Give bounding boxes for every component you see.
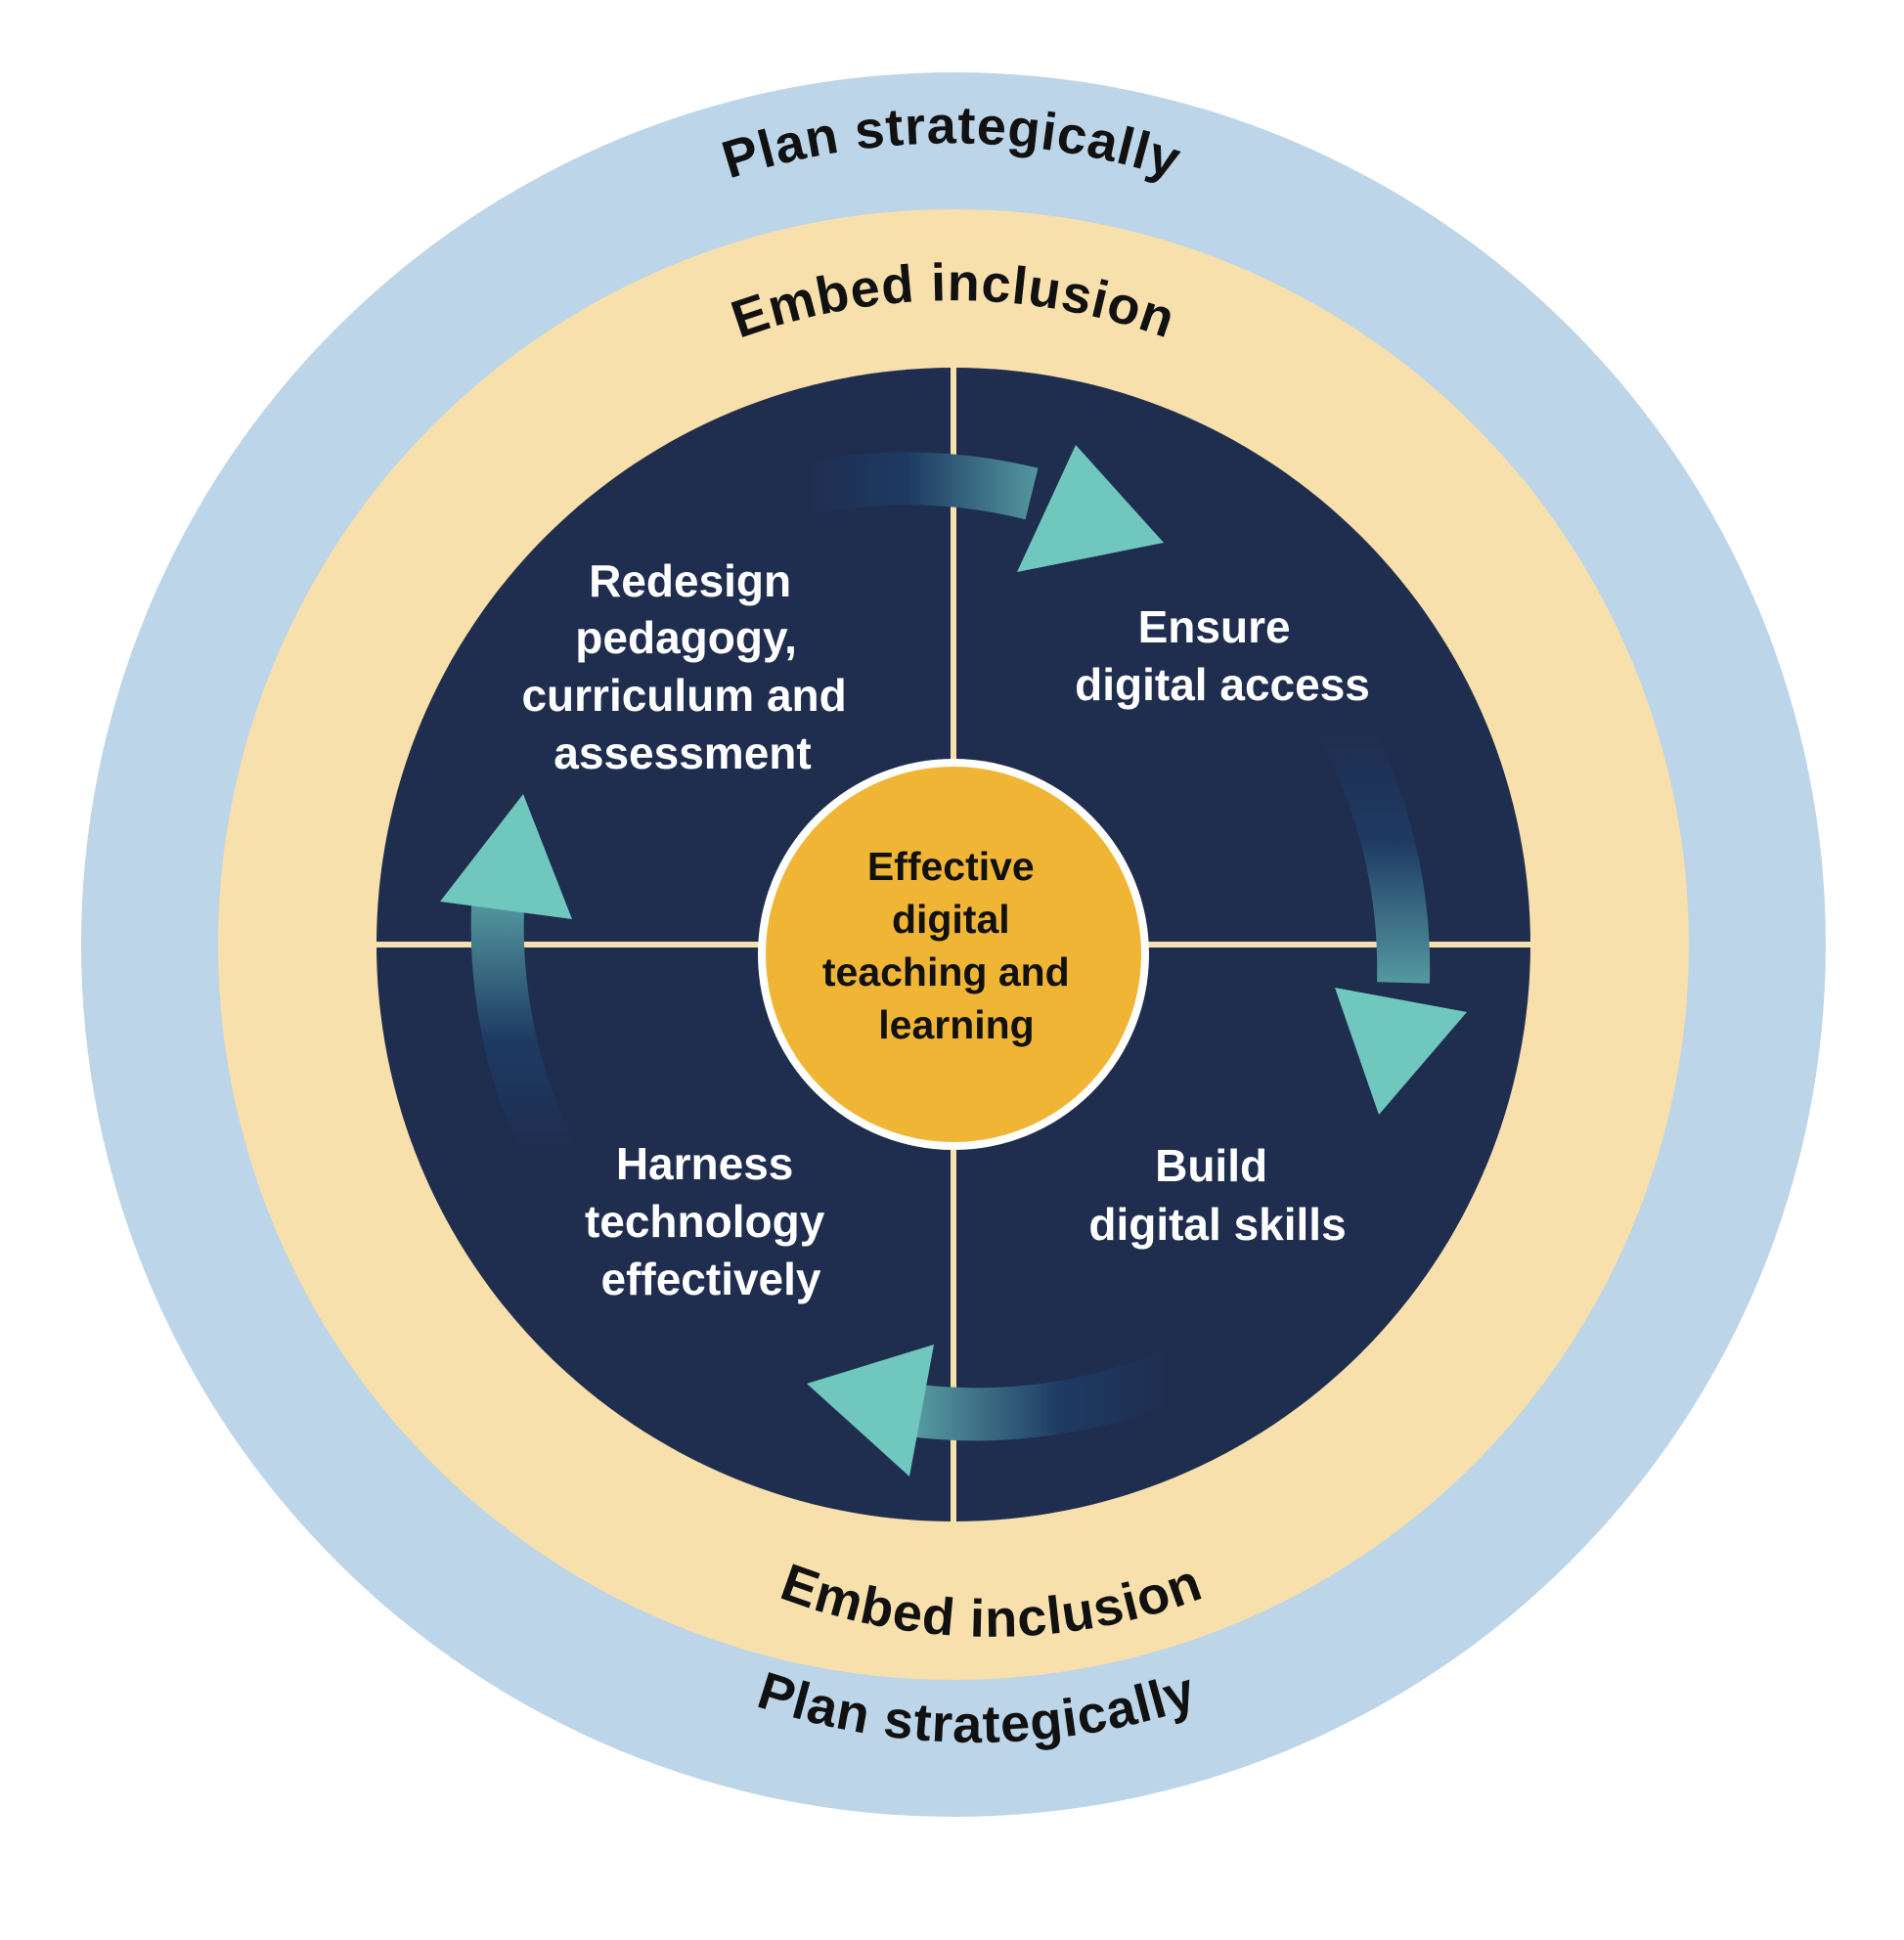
center-circle: [758, 759, 1149, 1150]
quadrant-label-harness-technology: Harness technology effectively: [585, 1138, 837, 1304]
quadrant-label-digital-skills: Build digital skills: [1088, 1140, 1346, 1250]
cycle-arrow-bottom: [807, 1345, 1200, 1477]
quadrant-label-digital-access: Ensure digital access: [1075, 601, 1370, 710]
cycle-arrow-right: [1320, 716, 1467, 1115]
cycle-arrow-left: [440, 794, 581, 1181]
cycle-arrow-top: [775, 445, 1164, 572]
center-label: Effective digital teaching and learning: [822, 844, 1081, 1047]
quadrant-label-redesign: Redesign pedagogy, curriculum and assess…: [521, 555, 859, 778]
